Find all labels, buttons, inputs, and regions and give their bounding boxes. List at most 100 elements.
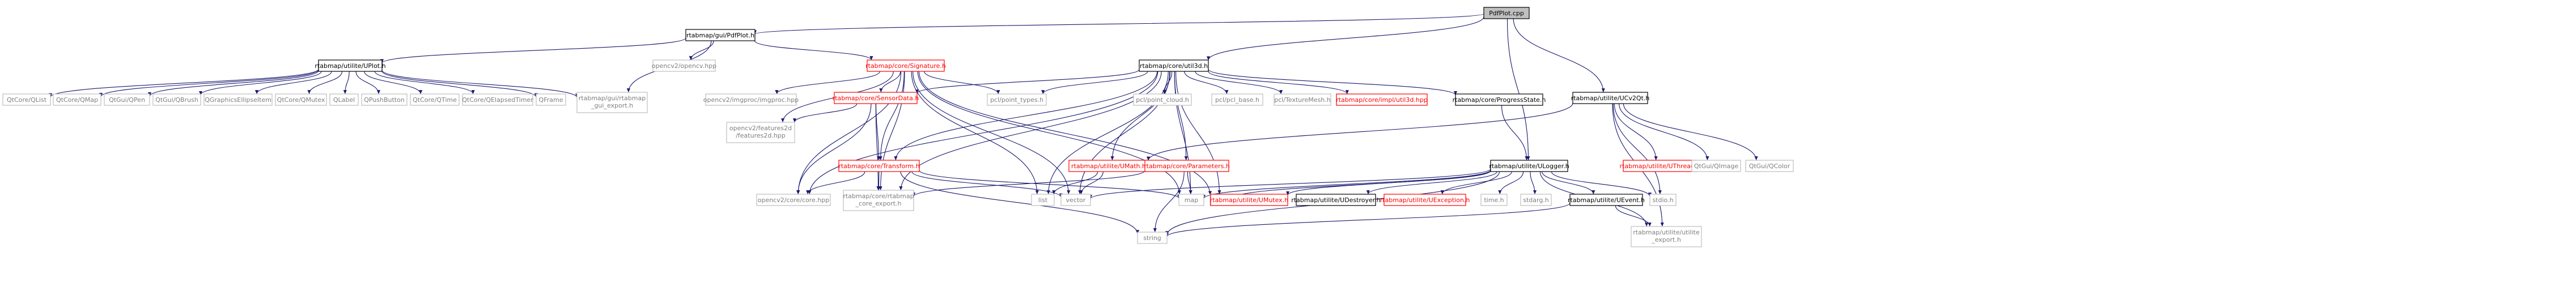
node-impl_util3d_hpp[interactable]: rtabmap/core/impl/util3d.hpp [1336, 93, 1428, 106]
node-signature_h[interactable]: rtabmap/core/Signature.h [865, 59, 946, 72]
node-label-qpushbutton-0: QPushButton [364, 96, 405, 104]
node-uplot_h[interactable]: rtabmap/utilite/UPlot.h [315, 59, 386, 72]
node-label-qtcore_qlist-0: QtCore/QList [7, 96, 47, 104]
node-box-map [1178, 194, 1204, 206]
node-uthread_h[interactable]: rtabmap/utilite/UThread.h [1620, 160, 1701, 172]
node-label-features2d_hpp-1: /features2d.hpp [736, 132, 786, 139]
node-label-utilite_export_h-1: _export.h [1651, 236, 1681, 243]
node-list: list [1031, 194, 1055, 206]
node-box-qtcore_qlist [2, 93, 51, 106]
edge-ucv2qt_h-to-qtgui_qcolor [1623, 103, 1758, 161]
node-label-impl_util3d_hpp-0: rtabmap/core/impl/util3d.hpp [1336, 96, 1428, 104]
edge-uevent_h-to-string [1165, 202, 1571, 237]
node-box-parameters_h [1144, 160, 1229, 172]
node-stdarg_h: stdarg.h [1520, 194, 1552, 206]
node-label-opencv_core_hpp-0: opencv2/core/core.hpp [758, 196, 830, 204]
node-box-qframe [536, 93, 566, 106]
edge-ulogger_h-to-set [1231, 170, 1491, 199]
node-progressstate_h[interactable]: rtabmap/core/ProgressState.h [1453, 93, 1546, 106]
node-ucv2qt_h[interactable]: rtabmap/utilite/UCv2Qt.h [1571, 92, 1650, 104]
edge-util3d_h-to-pcl_point_types [1041, 71, 1148, 95]
edge-uplot_h-to-qgraphicsellipseitem [254, 71, 332, 95]
edge-signature_h-to-set [918, 71, 1212, 195]
edge-util3d_h-to-pcl_texturemesh [1195, 71, 1283, 95]
node-box-pcl_point_cloud [1133, 93, 1192, 106]
edge-uplot_h-to-qtcore_qmap [99, 69, 319, 97]
edge-uplot_h-to-qlabel [343, 71, 350, 95]
node-label-udestroyer_h-0: rtabmap/utilite/UDestroyer.h [1291, 196, 1381, 204]
node-label-utilite_export_h-0: rtabmap/utilite/utilite [1633, 229, 1700, 236]
node-label-uexception_h-0: rtabmap/utilite/UException.h [1380, 196, 1470, 204]
edge-signature_h-to-sensordata_h [879, 71, 901, 93]
edge-pdfplot_h-to-uplot_h [380, 37, 686, 63]
node-udestroyer_h[interactable]: rtabmap/utilite/UDestroyer.h [1291, 194, 1381, 206]
node-pdfplot_h[interactable]: rtabmap/gui/PdfPlot.h [685, 29, 756, 41]
edge-ulogger_h-to-udestroyer_h [1366, 171, 1497, 195]
node-box-utilite_export_h [1631, 226, 1702, 247]
edge-signature_h-to-vector [913, 71, 1071, 195]
node-label-qtgui_qbrush-0: QtGui/QBrush [155, 96, 198, 104]
node-transform_h[interactable]: rtabmap/core/Transform.h [838, 160, 920, 172]
node-ulogger_h[interactable]: rtabmap/utilite/ULogger.h [1489, 160, 1569, 172]
node-label-core_export_h-0: rtabmap/core/rtabmap [843, 192, 914, 200]
node-label-qtcore_qtime-0: QtCore/QTime [413, 96, 457, 104]
edge-pdfplot_cpp-to-ulogger_h [1506, 18, 1530, 161]
edge-signature_h-to-pcl_point_types [924, 71, 1000, 95]
node-qtgui_qcolor: QtGui/QColor [1745, 160, 1794, 172]
node-box-progressstate_h [1455, 93, 1543, 106]
node-pcl_point_cloud: pcl/point_cloud.h [1133, 93, 1192, 106]
node-label-transform_h-0: rtabmap/core/Transform.h [838, 162, 919, 170]
edge-pdfplot_cpp-to-ucv2qt_h [1513, 18, 1605, 93]
node-util3d_h[interactable]: rtabmap/core/util3d.h [1139, 59, 1209, 72]
node-string: string [1137, 232, 1168, 244]
node-label-uthread_h-0: rtabmap/utilite/UThread.h [1620, 162, 1701, 170]
edge-progressstate_h-to-ulogger_h [1501, 105, 1529, 161]
node-sensordata_h[interactable]: rtabmap/core/SensorData.h [833, 92, 919, 104]
node-label-pcl_pcl_base-0: pcl/pcl_base.h [1215, 96, 1259, 104]
node-label-sensordata_h-0: rtabmap/core/SensorData.h [833, 95, 919, 102]
edge-uplot_h-to-qtcore_qtime [364, 71, 423, 95]
node-gui_export_h: rtabmap/gui/rtabmap_gui_export.h [576, 92, 648, 113]
node-box-pcl_point_types [987, 93, 1047, 106]
node-uevent_h[interactable]: rtabmap/utilite/UEvent.h [1568, 194, 1645, 206]
node-pdfplot_cpp[interactable]: PdfPlot.cpp [1483, 7, 1530, 19]
node-label-qtcore_qmap-0: QtCore/QMap [56, 96, 98, 104]
node-uexception_h[interactable]: rtabmap/utilite/UException.h [1380, 194, 1470, 206]
edge-parameters_h-to-core_export_h [912, 170, 1145, 197]
node-qtgui_qimage: QtGui/QImage [1691, 160, 1741, 172]
node-qtcore_qmap: QtCore/QMap [53, 93, 101, 106]
node-label-stdio_h-0: stdio.h [1652, 196, 1673, 204]
edge-ulogger_h-to-vector [1089, 168, 1491, 199]
node-umath_h[interactable]: rtabmap/utilite/UMath.h [1068, 160, 1149, 172]
node-box-qtgui_qimage [1691, 160, 1741, 172]
edge-util3d_h-to-sensordata_h [915, 69, 1140, 94]
node-label-qframe-0: QFrame [539, 96, 563, 104]
edge-signature_h-to-core_export_h [879, 71, 905, 191]
edge-uplot_h-to-qtcore_qmutex [307, 71, 343, 95]
edge-pdfplot_cpp-to-pdfplot_h [753, 13, 1484, 35]
edge-util3d_h-to-parameters_h [1174, 71, 1188, 161]
edge-util3d_h-to-vector [1078, 71, 1170, 195]
edge-util3d_h-to-map [1174, 71, 1192, 195]
node-box-stdio_h [1649, 194, 1677, 206]
node-parameters_h[interactable]: rtabmap/core/Parameters.h [1144, 160, 1230, 172]
node-vector: vector [1060, 194, 1091, 206]
node-umutex_h[interactable]: rtabmap/utilite/UMutex.h [1210, 194, 1288, 206]
node-box-uplot_h [318, 59, 383, 72]
node-qtcore_qlist: QtCore/QList [2, 93, 51, 106]
node-box-qtcore_qelapsedtimer [462, 93, 533, 106]
edge-uplot_h-to-gui_export_h [381, 70, 579, 98]
node-label-pcl_point_cloud-0: pcl/point_cloud.h [1136, 96, 1189, 104]
node-box-sensordata_h [834, 92, 918, 104]
edge-signature_h-to-list [911, 71, 1039, 195]
node-label-gui_export_h-1: _gui_export.h [591, 102, 633, 109]
node-label-stdarg_h-0: stdarg.h [1523, 196, 1549, 204]
edge-transform_h-to-string [900, 171, 1140, 234]
edge-ulogger_h-to-uevent_h [1542, 171, 1595, 195]
edge-util3d_h-to-list [1046, 71, 1169, 195]
edge-signature_h-to-imgproc_hpp [775, 71, 881, 95]
edge-ucv2qt_h-to-qtgui_qimage [1619, 103, 1709, 161]
node-label-qtgui_qpen-0: QtGui/QPen [109, 96, 145, 104]
edge-ulogger_h-to-map [1202, 169, 1491, 199]
node-box-gui_export_h [576, 92, 648, 113]
